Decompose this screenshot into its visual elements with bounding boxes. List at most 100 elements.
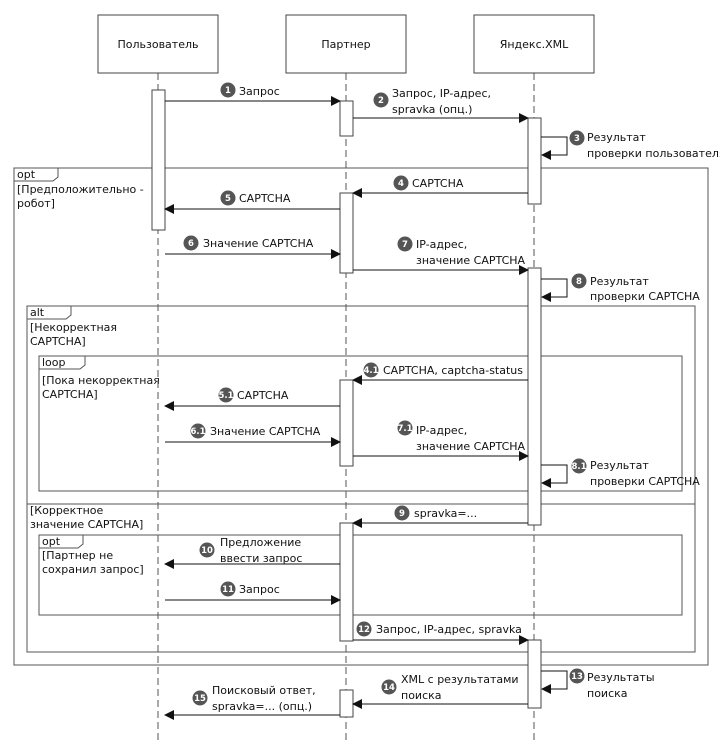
message-4-1: 4.1 CAPTCHA, captcha-status <box>352 362 528 385</box>
message-label: Результат <box>590 459 649 472</box>
step-number: 1 <box>225 86 231 96</box>
step-number: 5.1 <box>218 391 233 401</box>
self-message-arrow <box>541 136 568 160</box>
step-number: 5 <box>225 194 231 204</box>
message-11: 11 Запрос <box>165 581 341 605</box>
step-number: 7.1 <box>397 424 412 434</box>
self-message-arrow <box>541 278 568 302</box>
step-badge: 8 <box>571 273 587 289</box>
step-number: 8 <box>576 277 582 287</box>
message-label: Поисковый ответ, <box>212 684 316 697</box>
step-number: 13 <box>571 672 583 682</box>
step-badge: 15 <box>192 690 208 706</box>
activation-yandex-8 <box>527 639 542 709</box>
self-message-arrow <box>541 670 568 694</box>
step-badge: 8.1 <box>571 458 587 474</box>
step-badge: 9 <box>394 505 410 521</box>
message-label: проверки CAPTCHA <box>590 475 700 488</box>
frame-guard: [Некорректная <box>30 321 117 334</box>
message-label: Результаты <box>587 671 655 684</box>
frame-guard: [Предположительно - <box>17 183 144 196</box>
message-12: 12 Запрос, IP-адрес, spravka <box>353 621 529 645</box>
message-label: Запрос, IP-адрес, <box>392 87 491 100</box>
activation-partner-7 <box>339 522 354 642</box>
frame-guard: CAPTCHA] <box>42 388 98 401</box>
message-label: Значение CAPTCHA <box>203 237 314 250</box>
frame-guard: робот] <box>17 197 55 210</box>
step-number: 8.1 <box>571 462 586 472</box>
step-badge: 12 <box>356 621 372 637</box>
frame-guard: [Партнер не <box>42 549 113 562</box>
step-badge: 6 <box>183 235 199 251</box>
step-badge: 7 <box>397 236 413 252</box>
message-label: CAPTCHA, captcha-status <box>383 364 523 377</box>
activation-user-1 <box>151 89 166 231</box>
activation-partner-4 <box>339 192 354 274</box>
message-label: Запрос <box>239 583 280 596</box>
step-number: 4 <box>398 179 404 189</box>
frame-keyword: opt <box>17 168 36 181</box>
step-number: 3 <box>574 134 580 144</box>
activation-yandex-3 <box>527 117 542 205</box>
message-2: 2 Запрос, IP-адрес, spravka (опц.) <box>353 87 529 123</box>
frame-guard: [Корректное <box>30 504 104 517</box>
message-6-1: 6.1 Значение CAPTCHA <box>165 423 341 447</box>
step-number: 11 <box>222 585 234 595</box>
self-message-arrow <box>541 464 568 488</box>
participant-user: Пользователь <box>97 14 219 74</box>
message-label: Значение CAPTCHA <box>210 425 321 438</box>
step-number: 4.1 <box>363 366 378 376</box>
message-6: 6 Значение CAPTCHA <box>165 235 341 259</box>
participant-label-yandex: Яндекс.XML <box>500 38 569 51</box>
message-label: поиска <box>587 687 628 700</box>
message-label: CAPTCHA <box>239 192 291 205</box>
message-label: Результат <box>590 275 649 288</box>
step-badge: 6.1 <box>190 423 206 439</box>
frame-keyword: opt <box>42 535 61 548</box>
activation-yandex-5 <box>527 267 542 526</box>
step-number: 10 <box>201 546 213 556</box>
frame-guard: сохранил запрос] <box>42 563 144 576</box>
step-badge: 13 <box>569 668 585 684</box>
step-number: 6 <box>188 239 194 249</box>
participant-label-user: Пользователь <box>117 38 198 51</box>
step-badge: 7.1 <box>397 420 413 436</box>
message-label: IP-адрес, <box>416 424 467 437</box>
message-9: 9 spravka=... <box>352 505 528 528</box>
activation-partner-9 <box>339 689 354 718</box>
step-badge: 5.1 <box>218 387 234 403</box>
step-badge: 3 <box>569 130 585 146</box>
step-badge: 5 <box>220 190 236 206</box>
message-label: IP-адрес, <box>416 238 467 251</box>
step-badge: 4 <box>393 175 409 191</box>
step-number: 6.1 <box>190 427 205 437</box>
participant-yandex: Яндекс.XML <box>473 14 595 74</box>
message-label: ввести запрос <box>220 552 302 565</box>
step-number: 2 <box>378 96 384 106</box>
message-label: поиска <box>401 689 442 702</box>
message-label: Запрос, IP-адрес, spravka <box>376 623 522 636</box>
step-number: 7 <box>402 240 408 250</box>
participant-partner: Партнер <box>285 14 407 74</box>
frame-guard: значение CAPTCHA] <box>30 518 143 531</box>
frame-opt-robot: opt [Предположительно -робот] <box>13 167 709 666</box>
message-5: 5 CAPTCHA <box>164 190 340 214</box>
step-badge: 2 <box>373 92 389 108</box>
activation-partner-6 <box>339 379 354 467</box>
message-label: CAPTCHA <box>412 177 464 190</box>
step-number: 9 <box>399 509 405 519</box>
step-badge: 11 <box>220 581 236 597</box>
message-8-1: 8.1 Результат проверки CAPTCHA <box>541 458 700 488</box>
message-label: spravka=... <box>414 507 477 520</box>
message-label: проверки CAPTCHA <box>590 290 700 303</box>
message-label: Результат <box>587 131 646 144</box>
message-label: spravka (опц.) <box>392 103 472 116</box>
message-label: Запрос <box>239 85 280 98</box>
